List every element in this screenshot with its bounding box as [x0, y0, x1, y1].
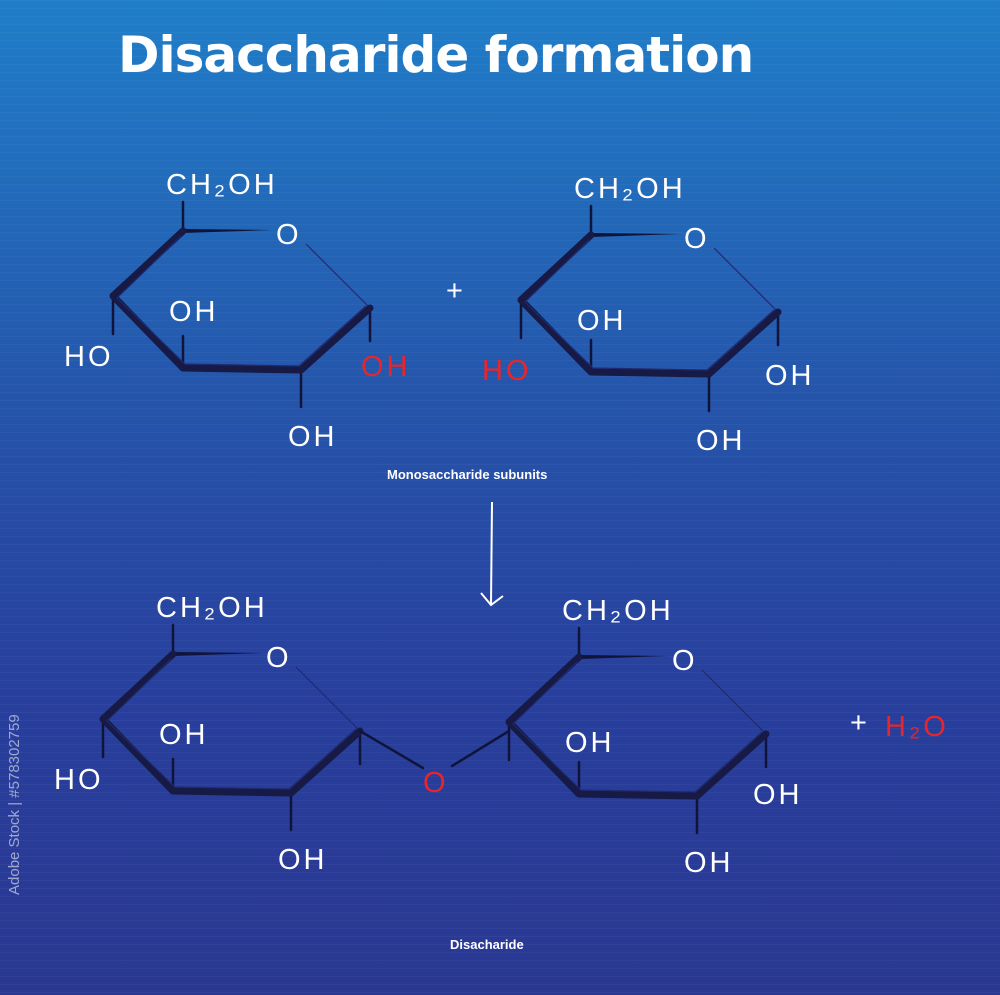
oh-label: OH — [159, 719, 209, 751]
water-label: H₂O — [885, 711, 949, 743]
oh-label: OH — [565, 727, 615, 759]
ch2oh-label: CH₂OH — [156, 592, 268, 624]
ring-oxygen-label: O — [684, 223, 710, 255]
ring-oxygen-label: O — [266, 642, 292, 674]
ring-oxygen-label: O — [276, 219, 302, 251]
oh-label: OH — [753, 779, 803, 811]
reaction-arrow — [480, 501, 504, 607]
monosaccharide-caption: Monosaccharide subunits — [387, 467, 548, 482]
reacting-oh-label: OH — [361, 351, 411, 383]
ring-oxygen-label: O — [672, 645, 698, 677]
oh-label: OH — [696, 425, 746, 457]
oh-label: OH — [169, 296, 219, 328]
reacting-ho-label: HO — [482, 355, 532, 387]
oh-label: OH — [278, 844, 328, 876]
oh-label: OH — [288, 421, 338, 453]
disaccharide-caption: Disacharide — [450, 937, 524, 952]
oh-label: OH — [577, 305, 627, 337]
monosaccharide-1: CH₂OH O OH HO OH OH — [64, 169, 411, 453]
disaccharide-left-ring: CH₂OH O OH HO OH — [54, 592, 360, 876]
oh-label: OH — [684, 847, 734, 879]
stock-id-watermark: Adobe Stock | #578302759 — [6, 714, 23, 895]
glycosidic-bond: O — [358, 729, 511, 799]
ho-label: HO — [64, 341, 114, 373]
plus-sign: + — [850, 707, 870, 739]
ch2oh-label: CH₂OH — [562, 595, 674, 627]
glycosidic-oxygen-label: O — [423, 767, 449, 799]
plus-sign: + — [446, 275, 466, 307]
diagram-title: Disaccharide formation — [118, 26, 754, 84]
ch2oh-label: CH₂OH — [166, 169, 278, 201]
disaccharide-right-ring: CH₂OH O OH OH OH — [509, 595, 803, 879]
oh-label: OH — [765, 360, 815, 392]
ho-label: HO — [54, 764, 104, 796]
monosaccharide-2: CH₂OH O OH HO OH OH — [482, 173, 815, 457]
ch2oh-label: CH₂OH — [574, 173, 686, 205]
